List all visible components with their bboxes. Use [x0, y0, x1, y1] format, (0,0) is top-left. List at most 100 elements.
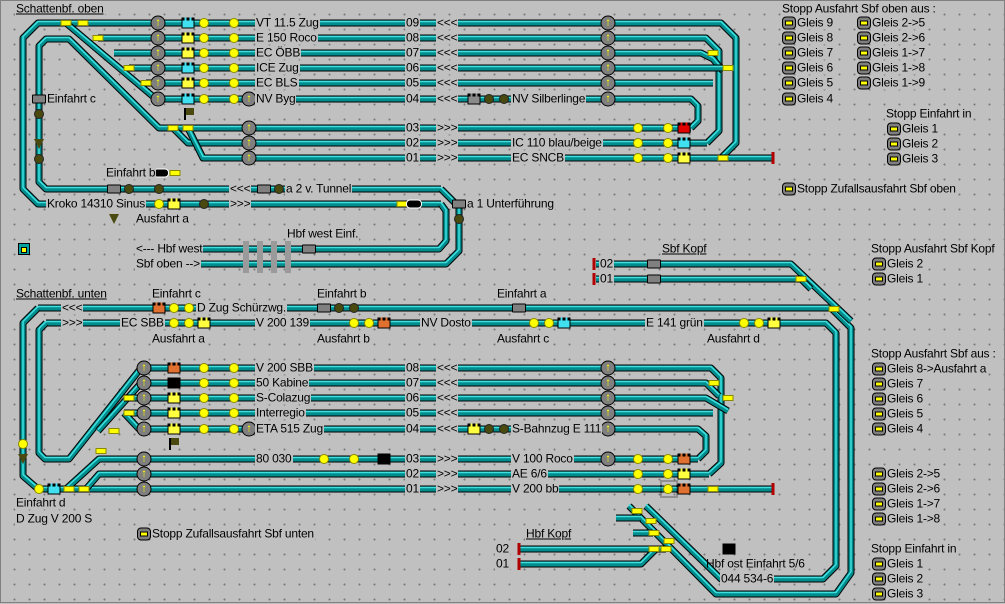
signal-button-icon[interactable]: ↑	[150, 75, 166, 91]
signal-button-icon[interactable]: ↑	[600, 375, 616, 391]
switch-icon[interactable]	[707, 486, 719, 492]
switch-icon[interactable]	[77, 20, 89, 26]
locomotive-icon[interactable]	[167, 392, 181, 404]
switch-icon[interactable]	[645, 518, 657, 524]
signal-button-icon[interactable]: ↑	[600, 390, 616, 406]
stop-entry-lower-button[interactable]	[872, 557, 886, 571]
stop-exit-upper-button[interactable]	[782, 61, 796, 75]
locomotive-icon[interactable]	[152, 302, 166, 314]
switch-icon[interactable]	[108, 428, 120, 434]
switch-icon[interactable]	[95, 448, 107, 454]
switch-icon[interactable]	[92, 35, 104, 41]
signal-button-icon[interactable]: ↑	[150, 60, 166, 76]
switch-icon[interactable]	[663, 538, 675, 544]
locomotive-icon[interactable]	[677, 152, 691, 164]
switch-icon[interactable]	[182, 125, 194, 131]
signal-button-icon[interactable]: ↑	[600, 30, 616, 46]
signal-button-icon[interactable]: ↑	[241, 150, 257, 166]
locomotive-icon[interactable]	[677, 453, 691, 465]
locomotive-icon[interactable]	[677, 483, 691, 495]
locomotive-icon[interactable]	[377, 453, 391, 465]
switch-icon[interactable]	[717, 155, 729, 161]
signal-button-icon[interactable]: ↑	[600, 45, 616, 61]
switch-icon[interactable]	[123, 410, 135, 416]
stop-exit-lower-button[interactable]	[872, 407, 886, 421]
locomotive-icon[interactable]	[167, 423, 181, 435]
switch-icon[interactable]	[78, 486, 90, 492]
switch-icon[interactable]	[123, 395, 135, 401]
stop-exit-upper-button[interactable]	[782, 46, 796, 60]
stop-exit-lower-route-button[interactable]	[872, 497, 886, 511]
locomotive-icon[interactable]	[167, 362, 181, 374]
stop-exit-lower-button[interactable]	[872, 362, 886, 376]
switch-icon[interactable]	[140, 80, 152, 86]
switch-icon[interactable]	[707, 50, 719, 56]
switch-icon[interactable]	[60, 20, 72, 26]
locomotive-icon[interactable]	[677, 122, 691, 134]
locomotive-icon[interactable]	[677, 137, 691, 149]
stop-exit-upper-route-button[interactable]	[857, 31, 871, 45]
locomotive-icon[interactable]	[197, 317, 211, 329]
locomotive-icon[interactable]	[467, 423, 481, 435]
switch-icon[interactable]	[631, 508, 643, 514]
stop-exit-upper-button[interactable]	[782, 92, 796, 106]
locomotive-icon[interactable]	[181, 77, 195, 89]
signal-button-icon[interactable]: ↑	[600, 451, 616, 467]
stop-exit-kopf-button[interactable]	[872, 257, 886, 271]
stop-exit-upper-route-button[interactable]	[857, 61, 871, 75]
signal-button-icon[interactable]: ↑	[136, 375, 152, 391]
locomotive-icon[interactable]	[47, 483, 61, 495]
switch-icon[interactable]	[648, 546, 660, 552]
locomotive-icon[interactable]	[167, 198, 181, 210]
switch-icon[interactable]	[722, 395, 734, 401]
stop-exit-lower-route-button[interactable]	[872, 512, 886, 526]
stop-exit-lower-route-button[interactable]	[872, 467, 886, 481]
stop-exit-upper-route-button[interactable]	[857, 16, 871, 30]
locomotive-icon[interactable]	[377, 317, 391, 329]
signal-button-icon[interactable]: ↑	[600, 421, 616, 437]
locomotive-icon[interactable]	[181, 17, 195, 29]
stop-entry-lower-button[interactable]	[872, 572, 886, 586]
locomotive-icon[interactable]	[181, 32, 195, 44]
signal-button-icon[interactable]: ↑	[150, 45, 166, 61]
locomotive-icon[interactable]	[167, 407, 181, 419]
switch-icon[interactable]	[828, 306, 840, 312]
signal-button-icon[interactable]: ↑	[136, 405, 152, 421]
locomotive-icon[interactable]	[167, 377, 181, 389]
locomotive-icon[interactable]	[557, 317, 571, 329]
stop-exit-upper-button[interactable]	[782, 76, 796, 90]
signal-button-icon[interactable]: ↑	[136, 421, 152, 437]
signal-button-icon[interactable]: ↑	[150, 91, 166, 107]
switch-icon[interactable]	[169, 170, 181, 176]
locomotive-icon[interactable]	[467, 93, 481, 105]
stop-exit-kopf-button[interactable]	[872, 272, 886, 286]
signal-button-icon[interactable]: ↑	[150, 30, 166, 46]
switch-icon[interactable]	[660, 546, 672, 552]
switch-icon[interactable]	[123, 65, 135, 71]
locomotive-icon[interactable]	[181, 93, 195, 105]
signal-button-icon[interactable]: ↑	[136, 360, 152, 376]
stop-entry-upper-button[interactable]	[887, 152, 901, 166]
mode-toggle-button[interactable]	[18, 243, 30, 255]
stop-random-exit-lower-button[interactable]	[137, 527, 151, 541]
signal-button-icon[interactable]: ↑	[600, 405, 616, 421]
stop-exit-upper-route-button[interactable]	[857, 76, 871, 90]
locomotive-icon[interactable]	[677, 468, 691, 480]
stop-entry-upper-button[interactable]	[887, 122, 901, 136]
stop-exit-upper-button[interactable]	[782, 16, 796, 30]
signal-button-icon[interactable]: ↑	[600, 75, 616, 91]
stop-exit-lower-button[interactable]	[872, 392, 886, 406]
switch-icon[interactable]	[722, 65, 734, 71]
stop-exit-upper-button[interactable]	[782, 31, 796, 45]
signal-button-icon[interactable]: ↑	[150, 15, 166, 31]
locomotive-icon[interactable]	[767, 317, 781, 329]
locomotive-icon[interactable]	[722, 543, 736, 555]
switch-icon[interactable]	[795, 276, 807, 282]
signal-button-icon[interactable]: ↑	[241, 120, 257, 136]
signal-button-icon[interactable]: ↑	[600, 360, 616, 376]
stop-exit-lower-button[interactable]	[872, 377, 886, 391]
locomotive-icon[interactable]	[181, 62, 195, 74]
switch-icon[interactable]	[63, 486, 75, 492]
switch-icon[interactable]	[648, 530, 660, 536]
stop-random-exit-upper-button[interactable]	[782, 182, 796, 196]
